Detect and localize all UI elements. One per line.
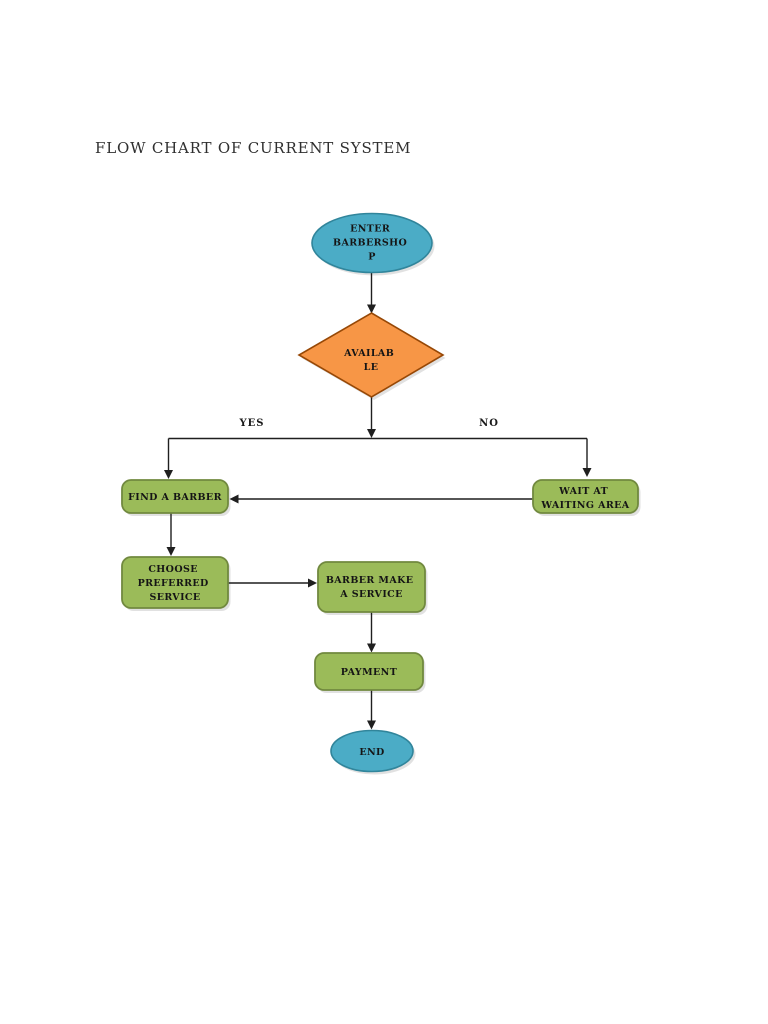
arrowhead-no-to-wait [582,468,592,477]
decision-node-label-line2: LE [364,362,379,373]
barber-service-node-label-line1: BARBER MAKE [326,575,414,586]
choose-service-node-label-line1: CHOOSE [148,564,198,575]
find-barber-node-shape [121,479,229,514]
arrowhead-payment-to-end [367,720,376,730]
arrowhead-find-to-choose [166,547,176,556]
payment-node-label: PAYMENT [341,667,397,678]
barber-service-node-shape [317,561,426,613]
branch-label-yes: YES [239,418,265,429]
choose-service-node-label: CHOOSE PREFERRED SERVICE [138,564,213,603]
page-title: FLOW CHART OF CURRENT SYSTEM [95,139,412,157]
start-node-label-line2: BARBERSHO [333,238,407,249]
decision-node-shape [297,312,445,398]
arrowhead-start-to-decision [367,304,376,314]
connectors [164,272,592,730]
branch-label-no: NO [479,418,499,429]
end-node-shape [330,729,414,773]
choose-service-node-label-line2: PREFERRED [138,578,209,589]
decision-node-label-line1: AVAILAB [343,348,394,359]
wait-area-node-label-line2: WAITING AREA [540,500,629,511]
find-barber-node-label-line1: FIND A BARBER [128,492,222,503]
start-node-label-line1: ENTER [350,224,390,235]
arrowhead-barber-to-payment [367,643,376,653]
start-node-shape [311,212,433,274]
barber-service-node-label-line2: A SERVICE [339,589,403,600]
choose-service-node-shape [121,556,229,609]
choose-service-node-label-line3: SERVICE [149,592,200,603]
wait-area-node-shape [532,479,639,514]
payment-node-shape [314,652,424,691]
find-barber-node-label: FIND A BARBER [128,492,222,503]
end-node-label: END [359,747,384,758]
arrowhead-decision-to-branch [367,429,376,438]
start-node-label-line3: P [368,252,376,263]
wait-area-node-label-line1: WAIT AT [558,486,608,497]
end-node-label-line1: END [359,747,384,758]
barber-service-node-label: BARBER MAKE A SERVICE [326,575,417,600]
decision-node-label: AVAILAB LE [343,348,398,373]
start-node-label: ENTER BARBERSHO P [333,224,411,263]
arrowhead-choose-to-barber [308,578,317,588]
wait-area-node-label: WAIT AT WAITING AREA [540,486,629,511]
payment-node-label-line1: PAYMENT [341,667,397,678]
arrowhead-yes-to-find [164,470,173,479]
arrowhead-wait-to-find [229,494,239,504]
